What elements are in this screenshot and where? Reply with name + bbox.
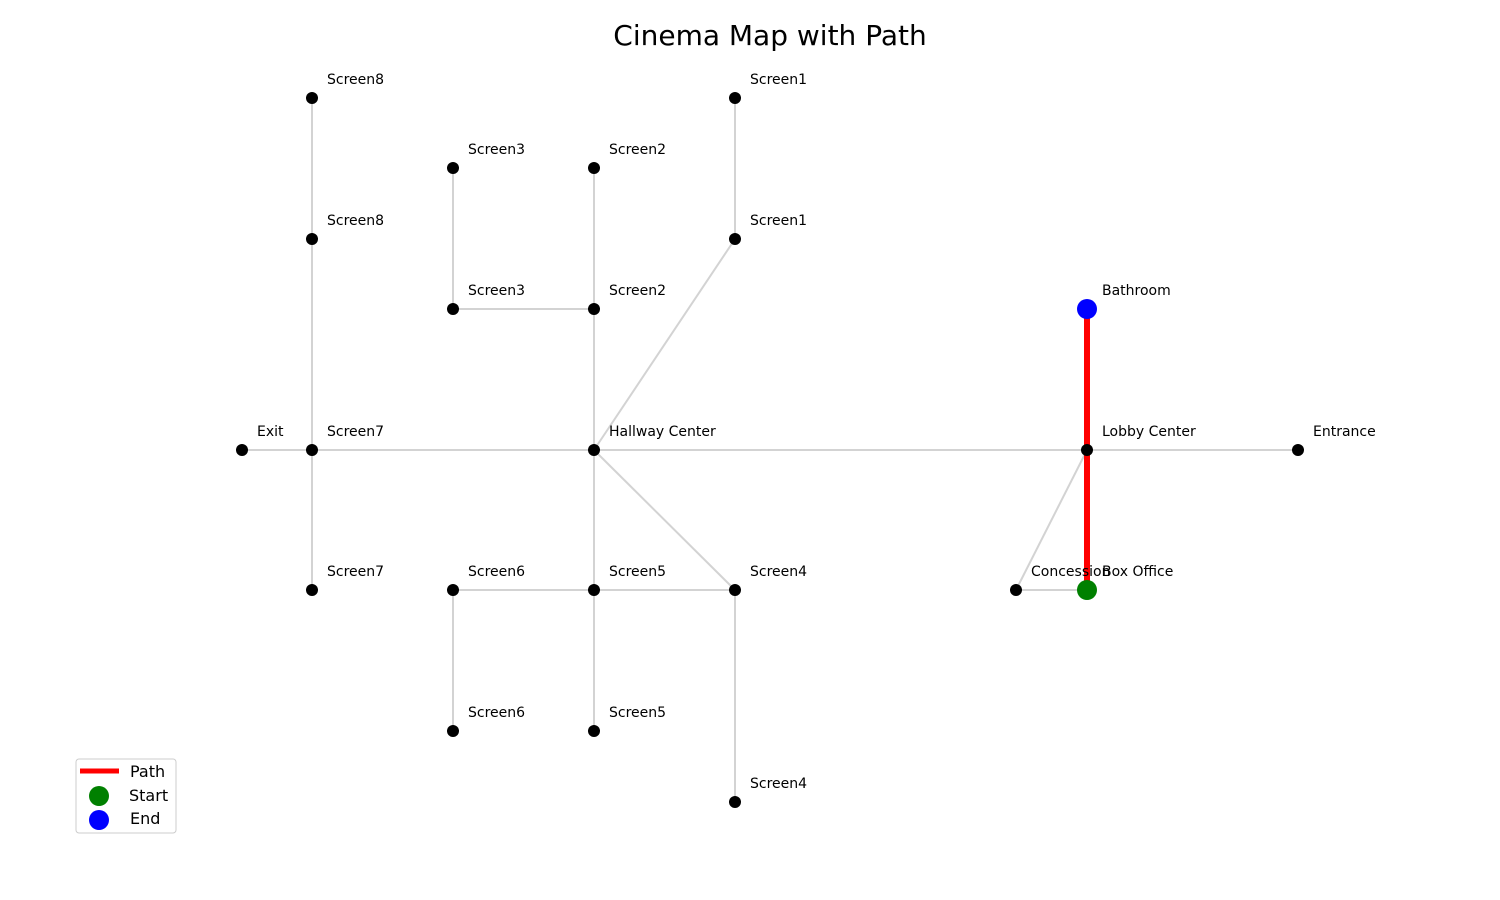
node-screen1_mid xyxy=(729,233,741,245)
legend-end-label: End xyxy=(130,809,160,828)
node-screen7_mid xyxy=(306,444,318,456)
legend-end-swatch xyxy=(89,810,109,830)
edge-lobby_center-concession xyxy=(1015,449,1088,591)
node-screen6_mid xyxy=(447,584,459,596)
map-title: Cinema Map with Path xyxy=(613,19,926,52)
node-label-screen6_mid: Screen6 xyxy=(468,564,525,580)
node-screen8_top xyxy=(306,92,318,104)
node-label-screen5_bot: Screen5 xyxy=(609,705,666,721)
node-label-screen5_mid: Screen5 xyxy=(609,564,666,580)
nodes-layer xyxy=(236,92,1304,808)
node-label-screen7_mid: Screen7 xyxy=(327,424,384,440)
node-entrance xyxy=(1292,444,1304,456)
node-label-exit: Exit xyxy=(257,424,284,440)
node-screen2_mid xyxy=(588,303,600,315)
labels-layer: Screen8Screen8Screen3Screen3Screen2Scree… xyxy=(257,72,1376,792)
node-screen5_bot xyxy=(588,725,600,737)
node-screen4_mid xyxy=(729,584,741,596)
node-screen4_bot xyxy=(729,796,741,808)
legend-start-label: Start xyxy=(129,786,168,805)
node-screen2_top xyxy=(588,162,600,174)
node-label-hallway_center: Hallway Center xyxy=(609,424,716,440)
node-screen6_bot xyxy=(447,725,459,737)
node-screen3_mid xyxy=(447,303,459,315)
node-label-screen3_top: Screen3 xyxy=(468,142,525,158)
node-screen1_top xyxy=(729,92,741,104)
node-screen5_mid xyxy=(588,584,600,596)
node-label-screen1_top: Screen1 xyxy=(750,72,807,88)
node-label-box_office: Box Office xyxy=(1102,564,1173,580)
node-lobby_center xyxy=(1081,444,1093,456)
legend-start-swatch xyxy=(89,786,109,806)
node-label-screen3_mid: Screen3 xyxy=(468,283,525,299)
node-label-screen4_mid: Screen4 xyxy=(750,564,807,580)
node-screen8_mid xyxy=(306,233,318,245)
node-label-screen8_mid: Screen8 xyxy=(327,213,384,229)
edge-screen1_mid-hallway_center xyxy=(593,238,736,451)
node-hallway_center xyxy=(588,444,600,456)
node-label-screen8_top: Screen8 xyxy=(327,72,384,88)
node-label-concession: Concession xyxy=(1031,564,1110,580)
node-label-entrance: Entrance xyxy=(1313,424,1376,440)
legend-path-label: Path xyxy=(130,762,165,781)
edge-hallway_center-screen4_mid xyxy=(593,449,736,591)
node-box_office xyxy=(1077,580,1097,600)
node-label-screen1_mid: Screen1 xyxy=(750,213,807,229)
node-label-screen4_bot: Screen4 xyxy=(750,776,807,792)
node-screen7_bot xyxy=(306,584,318,596)
legend: Path Start End xyxy=(75,758,177,834)
node-bathroom xyxy=(1077,299,1097,319)
edges-layer xyxy=(242,98,1298,802)
node-screen3_top xyxy=(447,162,459,174)
node-label-screen2_top: Screen2 xyxy=(609,142,666,158)
node-label-screen7_bot: Screen7 xyxy=(327,564,384,580)
node-label-lobby_center: Lobby Center xyxy=(1102,424,1196,440)
node-concession xyxy=(1010,584,1022,596)
node-exit xyxy=(236,444,248,456)
node-label-screen2_mid: Screen2 xyxy=(609,283,666,299)
node-label-bathroom: Bathroom xyxy=(1102,283,1171,299)
node-label-screen6_bot: Screen6 xyxy=(468,705,525,721)
